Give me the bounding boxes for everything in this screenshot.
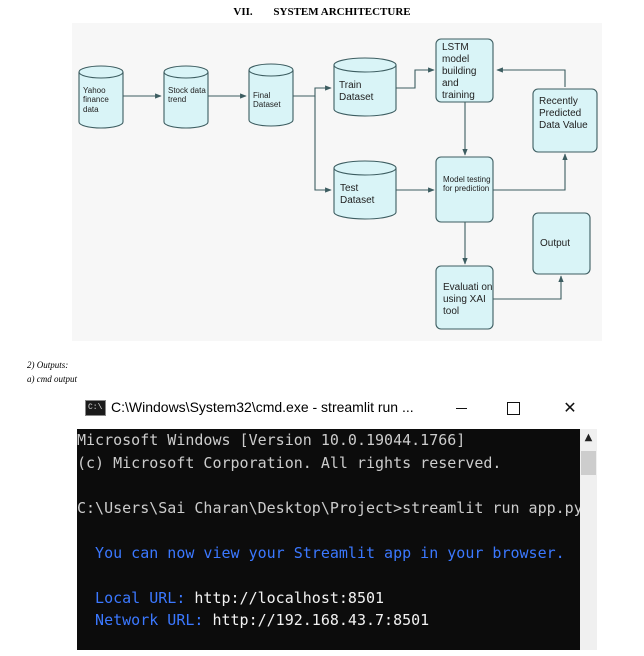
console-line-copyright: (c) Microsoft Corporation. All rights re… — [77, 454, 502, 472]
node-output-box — [532, 212, 591, 275]
label-lstm: LSTM model building and training — [442, 42, 477, 101]
window-title: C:\Windows\System32\cmd.exe - streamlit … — [111, 399, 414, 415]
local-url-value: http://localhost:8501 — [194, 589, 385, 607]
close-icon: ✕ — [563, 398, 577, 417]
console-line-network: Network URL: http://192.168.43.7:8501 — [77, 611, 429, 629]
edge-train-lstm — [395, 67, 435, 89]
caption-outputs: 2) Outputs: — [27, 360, 69, 370]
edge-model-recent — [493, 153, 568, 191]
label-final: Final Dataset — [253, 91, 281, 110]
section-number: VII. — [233, 6, 253, 18]
label-stock: Stock data trend — [168, 86, 206, 105]
label-output: Output — [540, 238, 571, 249]
vertical-scrollbar[interactable]: ▲ — [580, 429, 597, 650]
node-stock-trend — [163, 65, 209, 129]
node-yahoo-finance — [78, 65, 124, 129]
edge-recent-lstm — [496, 67, 566, 87]
minimize-button[interactable] — [441, 396, 481, 420]
edge-eval-output — [493, 275, 564, 300]
label-yahoo: Yahoo finance data — [83, 86, 109, 114]
maximize-button[interactable] — [493, 396, 533, 420]
window-titlebar[interactable]: C:\ C:\Windows\System32\cmd.exe - stream… — [77, 392, 597, 428]
console-output[interactable]: Microsoft Windows [Version 10.0.19044.17… — [77, 429, 580, 650]
edge-final-test — [314, 96, 332, 193]
minimize-icon — [455, 408, 467, 409]
console-line-streamlit-msg: You can now view your Streamlit app in y… — [77, 544, 565, 562]
edge-final-train — [292, 85, 332, 97]
close-button[interactable]: ✕ — [550, 396, 590, 420]
section-title: SYSTEM ARCHITECTURE — [273, 6, 411, 18]
cmd-window: C:\ C:\Windows\System32\cmd.exe - stream… — [77, 392, 597, 650]
console-line-command: C:\Users\Sai Charan\Desktop\Project>stre… — [77, 499, 580, 517]
console-line-local: Local URL: http://localhost:8501 — [77, 589, 384, 607]
node-evaluation-box — [435, 265, 494, 330]
label-train: Train Dataset — [339, 80, 374, 103]
diagram-canvas — [78, 38, 598, 330]
local-url-label: Local URL: — [77, 589, 195, 607]
node-model-testing-box — [435, 156, 494, 223]
maximize-icon — [506, 402, 520, 415]
caption-cmd-output: a) cmd output — [27, 374, 77, 384]
node-lstm-box — [435, 38, 494, 103]
network-url-value: http://192.168.43.7:8501 — [212, 611, 430, 629]
architecture-diagram: Yahoo finance data Stock data trend Fina… — [72, 23, 602, 341]
node-train-dataset — [333, 57, 397, 117]
cmd-icon-text: C:\ — [88, 403, 103, 412]
section-heading: VII. SYSTEM ARCHITECTURE — [0, 6, 644, 18]
label-evaluation: Evaluati on using XAI tool — [443, 282, 493, 317]
node-final-dataset — [248, 63, 294, 127]
label-recent: Recently Predicted Data Value — [539, 96, 588, 131]
node-recent-box — [532, 88, 598, 153]
label-model-testing: Model testing for prediction — [443, 175, 491, 194]
scroll-up-icon[interactable]: ▲ — [584, 432, 593, 443]
console-line-version: Microsoft Windows [Version 10.0.19044.17… — [77, 431, 466, 449]
cmd-app-icon: C:\ — [85, 400, 106, 416]
node-test-dataset — [333, 160, 397, 220]
label-test: Test Dataset — [340, 183, 375, 206]
scroll-thumb[interactable] — [581, 451, 596, 475]
network-url-label: Network URL: — [77, 611, 213, 629]
